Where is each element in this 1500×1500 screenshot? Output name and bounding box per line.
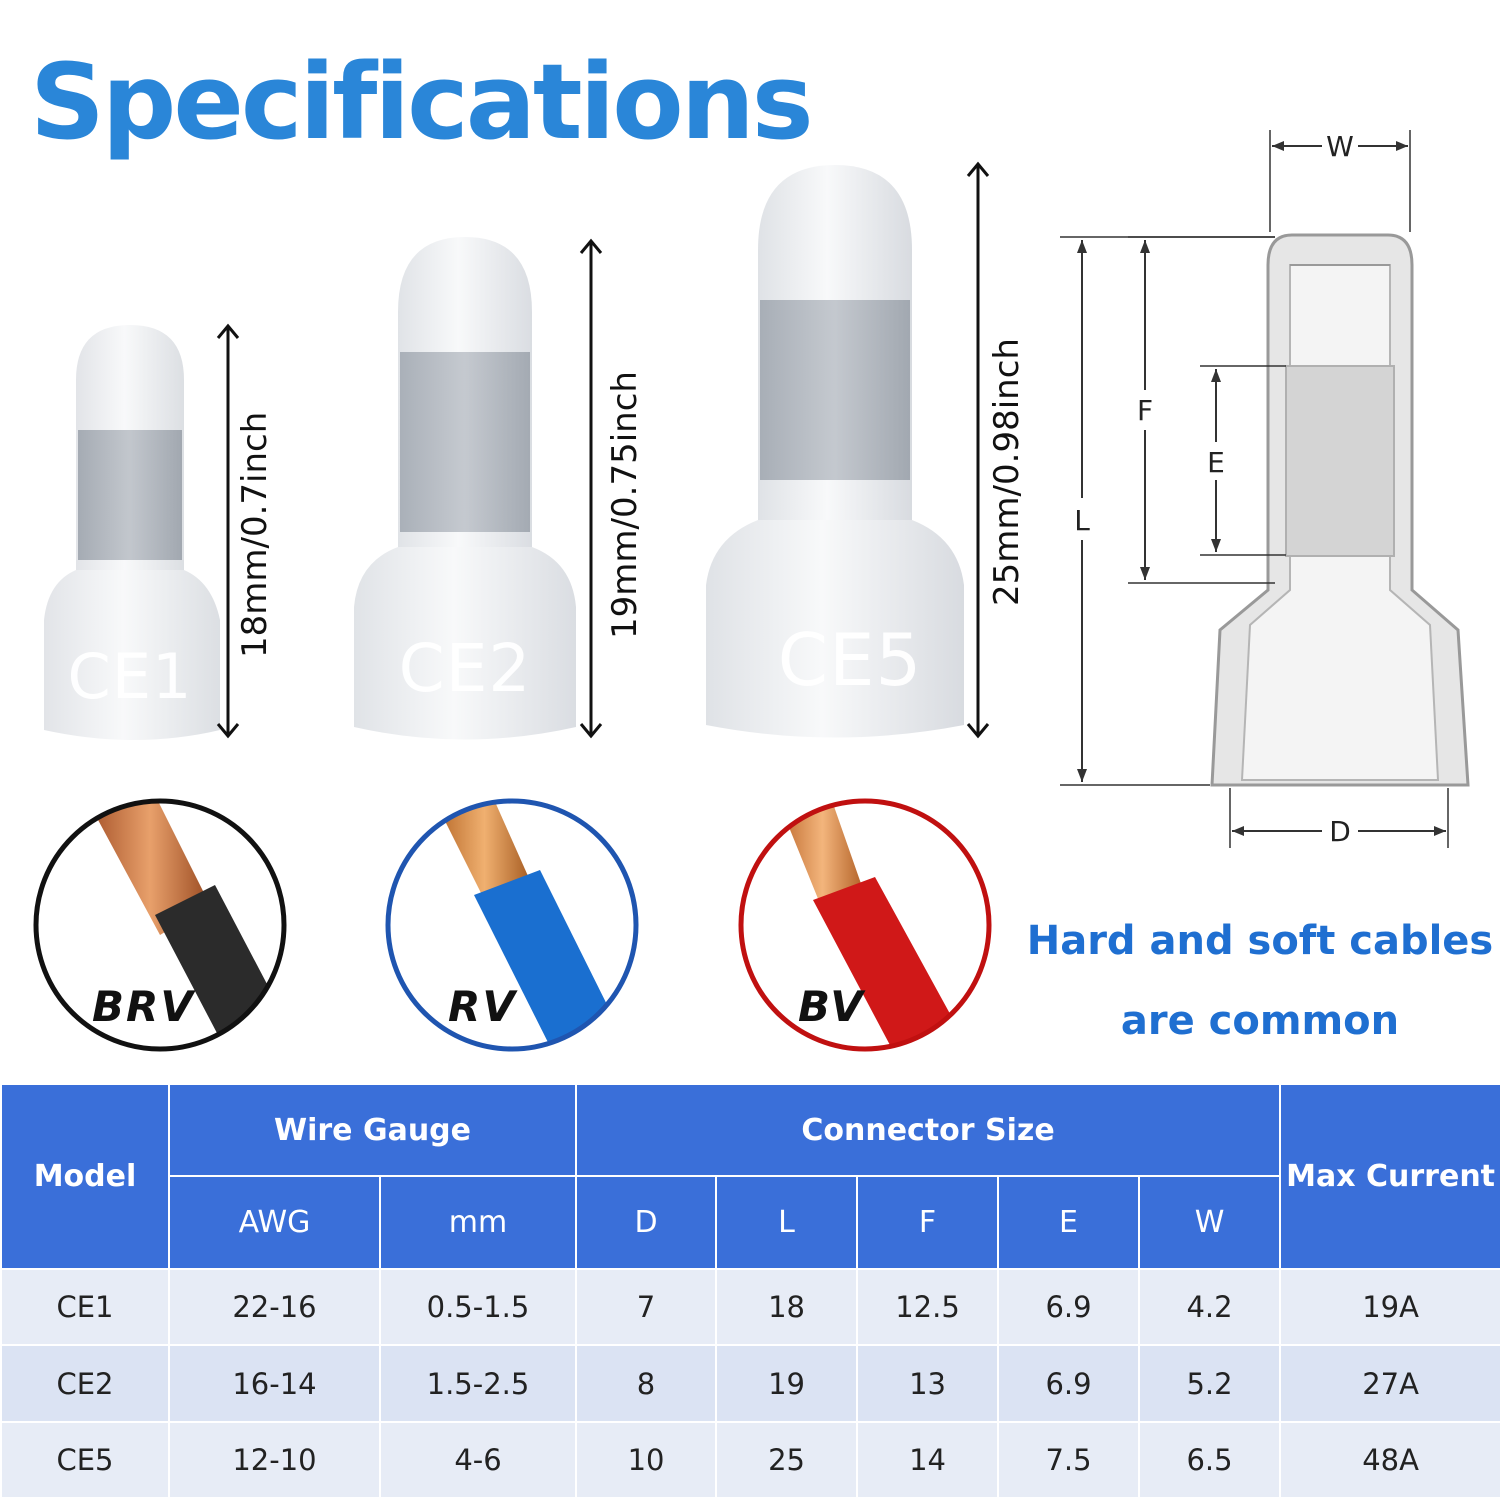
cell-awg: 12-10 <box>168 1421 381 1499</box>
connector-ce1-label: CE1 <box>67 640 193 713</box>
dimension-arrow-ce1 <box>216 323 240 739</box>
header-connector-size: Connector Size <box>575 1083 1282 1177</box>
cell-current: 48A <box>1279 1421 1500 1499</box>
header-awg: AWG <box>168 1175 381 1270</box>
cable-bv-label: BV <box>798 982 865 1031</box>
cable-rv-label: RV <box>448 982 517 1031</box>
cell-l: 18 <box>715 1268 859 1346</box>
cable-brv-image <box>33 798 287 1052</box>
diagram-label-w: W <box>1326 130 1354 163</box>
diagram-label-l: L <box>1074 504 1090 537</box>
connector-ce2-image <box>354 237 576 740</box>
cell-awg: 16-14 <box>168 1344 381 1423</box>
header-mm: mm <box>378 1175 578 1270</box>
spec-table: Model Wire Gauge Connector Size Max Curr… <box>0 1083 1500 1499</box>
cell-current: 19A <box>1279 1268 1500 1346</box>
cell-d: 7 <box>575 1268 718 1346</box>
diagram-label-d: D <box>1329 815 1351 848</box>
cell-w: 4.2 <box>1138 1268 1282 1346</box>
cable-note-line-1: Hard and soft cables <box>1026 918 1494 964</box>
dimension-diagram: W L F E D <box>1060 130 1470 848</box>
cell-f: 12.5 <box>856 1268 1000 1346</box>
cell-f: 14 <box>856 1421 1000 1499</box>
page-title: Specifications <box>30 41 814 163</box>
dimension-arrow-ce5 <box>966 161 990 739</box>
dimension-text-ce1: 18mm/0.7inch <box>235 411 275 658</box>
cell-model: CE5 <box>0 1421 170 1499</box>
cell-e: 6.9 <box>997 1268 1141 1346</box>
dimension-arrow-ce2 <box>579 238 603 739</box>
cell-mm: 0.5-1.5 <box>378 1268 578 1346</box>
cell-awg: 22-16 <box>168 1268 381 1346</box>
cell-mm: 1.5-2.5 <box>378 1344 578 1423</box>
connector-ce2-label: CE2 <box>398 630 532 707</box>
cable-rv-image <box>385 798 639 1052</box>
cell-l: 19 <box>715 1344 859 1423</box>
cell-w: 5.2 <box>1138 1344 1282 1423</box>
cable-brv-label: BRV <box>92 982 195 1031</box>
header-wire-gauge: Wire Gauge <box>167 1083 578 1177</box>
header-model: Model <box>0 1083 170 1270</box>
cell-d: 8 <box>575 1344 718 1423</box>
cable-note-line-2: are common <box>1120 998 1400 1044</box>
cell-f: 13 <box>856 1344 1000 1423</box>
connector-ce5-label: CE5 <box>777 618 923 702</box>
connector-ce5-image <box>706 165 964 738</box>
cell-model: CE2 <box>0 1344 170 1423</box>
diagram-label-f: F <box>1137 394 1153 427</box>
cell-l: 25 <box>715 1421 859 1499</box>
header-w: W <box>1138 1175 1282 1270</box>
header-max-current: Max Current <box>1279 1083 1500 1270</box>
table-row: CE1 22-16 0.5-1.5 7 18 12.5 6.9 4.2 19A <box>0 1268 1500 1346</box>
header-l: L <box>715 1175 859 1270</box>
cell-w: 6.5 <box>1138 1421 1282 1499</box>
diagram-label-e: E <box>1207 446 1225 479</box>
cell-mm: 4-6 <box>378 1421 578 1499</box>
cell-e: 7.5 <box>997 1421 1141 1499</box>
connector-ce1-image <box>44 325 220 740</box>
cell-d: 10 <box>575 1421 718 1499</box>
header-e: E <box>997 1175 1141 1270</box>
cable-bv-image <box>738 798 992 1052</box>
header-f: F <box>856 1175 1000 1270</box>
cell-e: 6.9 <box>997 1344 1141 1423</box>
dimension-text-ce5: 25mm/0.98inch <box>987 338 1027 606</box>
cell-model: CE1 <box>0 1268 170 1346</box>
table-row: CE2 16-14 1.5-2.5 8 19 13 6.9 5.2 27A <box>0 1344 1500 1423</box>
dimension-text-ce2: 19mm/0.75inch <box>605 371 645 639</box>
table-row: CE5 12-10 4-6 10 25 14 7.5 6.5 48A <box>0 1421 1500 1499</box>
cell-current: 27A <box>1279 1344 1500 1423</box>
header-d: D <box>575 1175 718 1270</box>
